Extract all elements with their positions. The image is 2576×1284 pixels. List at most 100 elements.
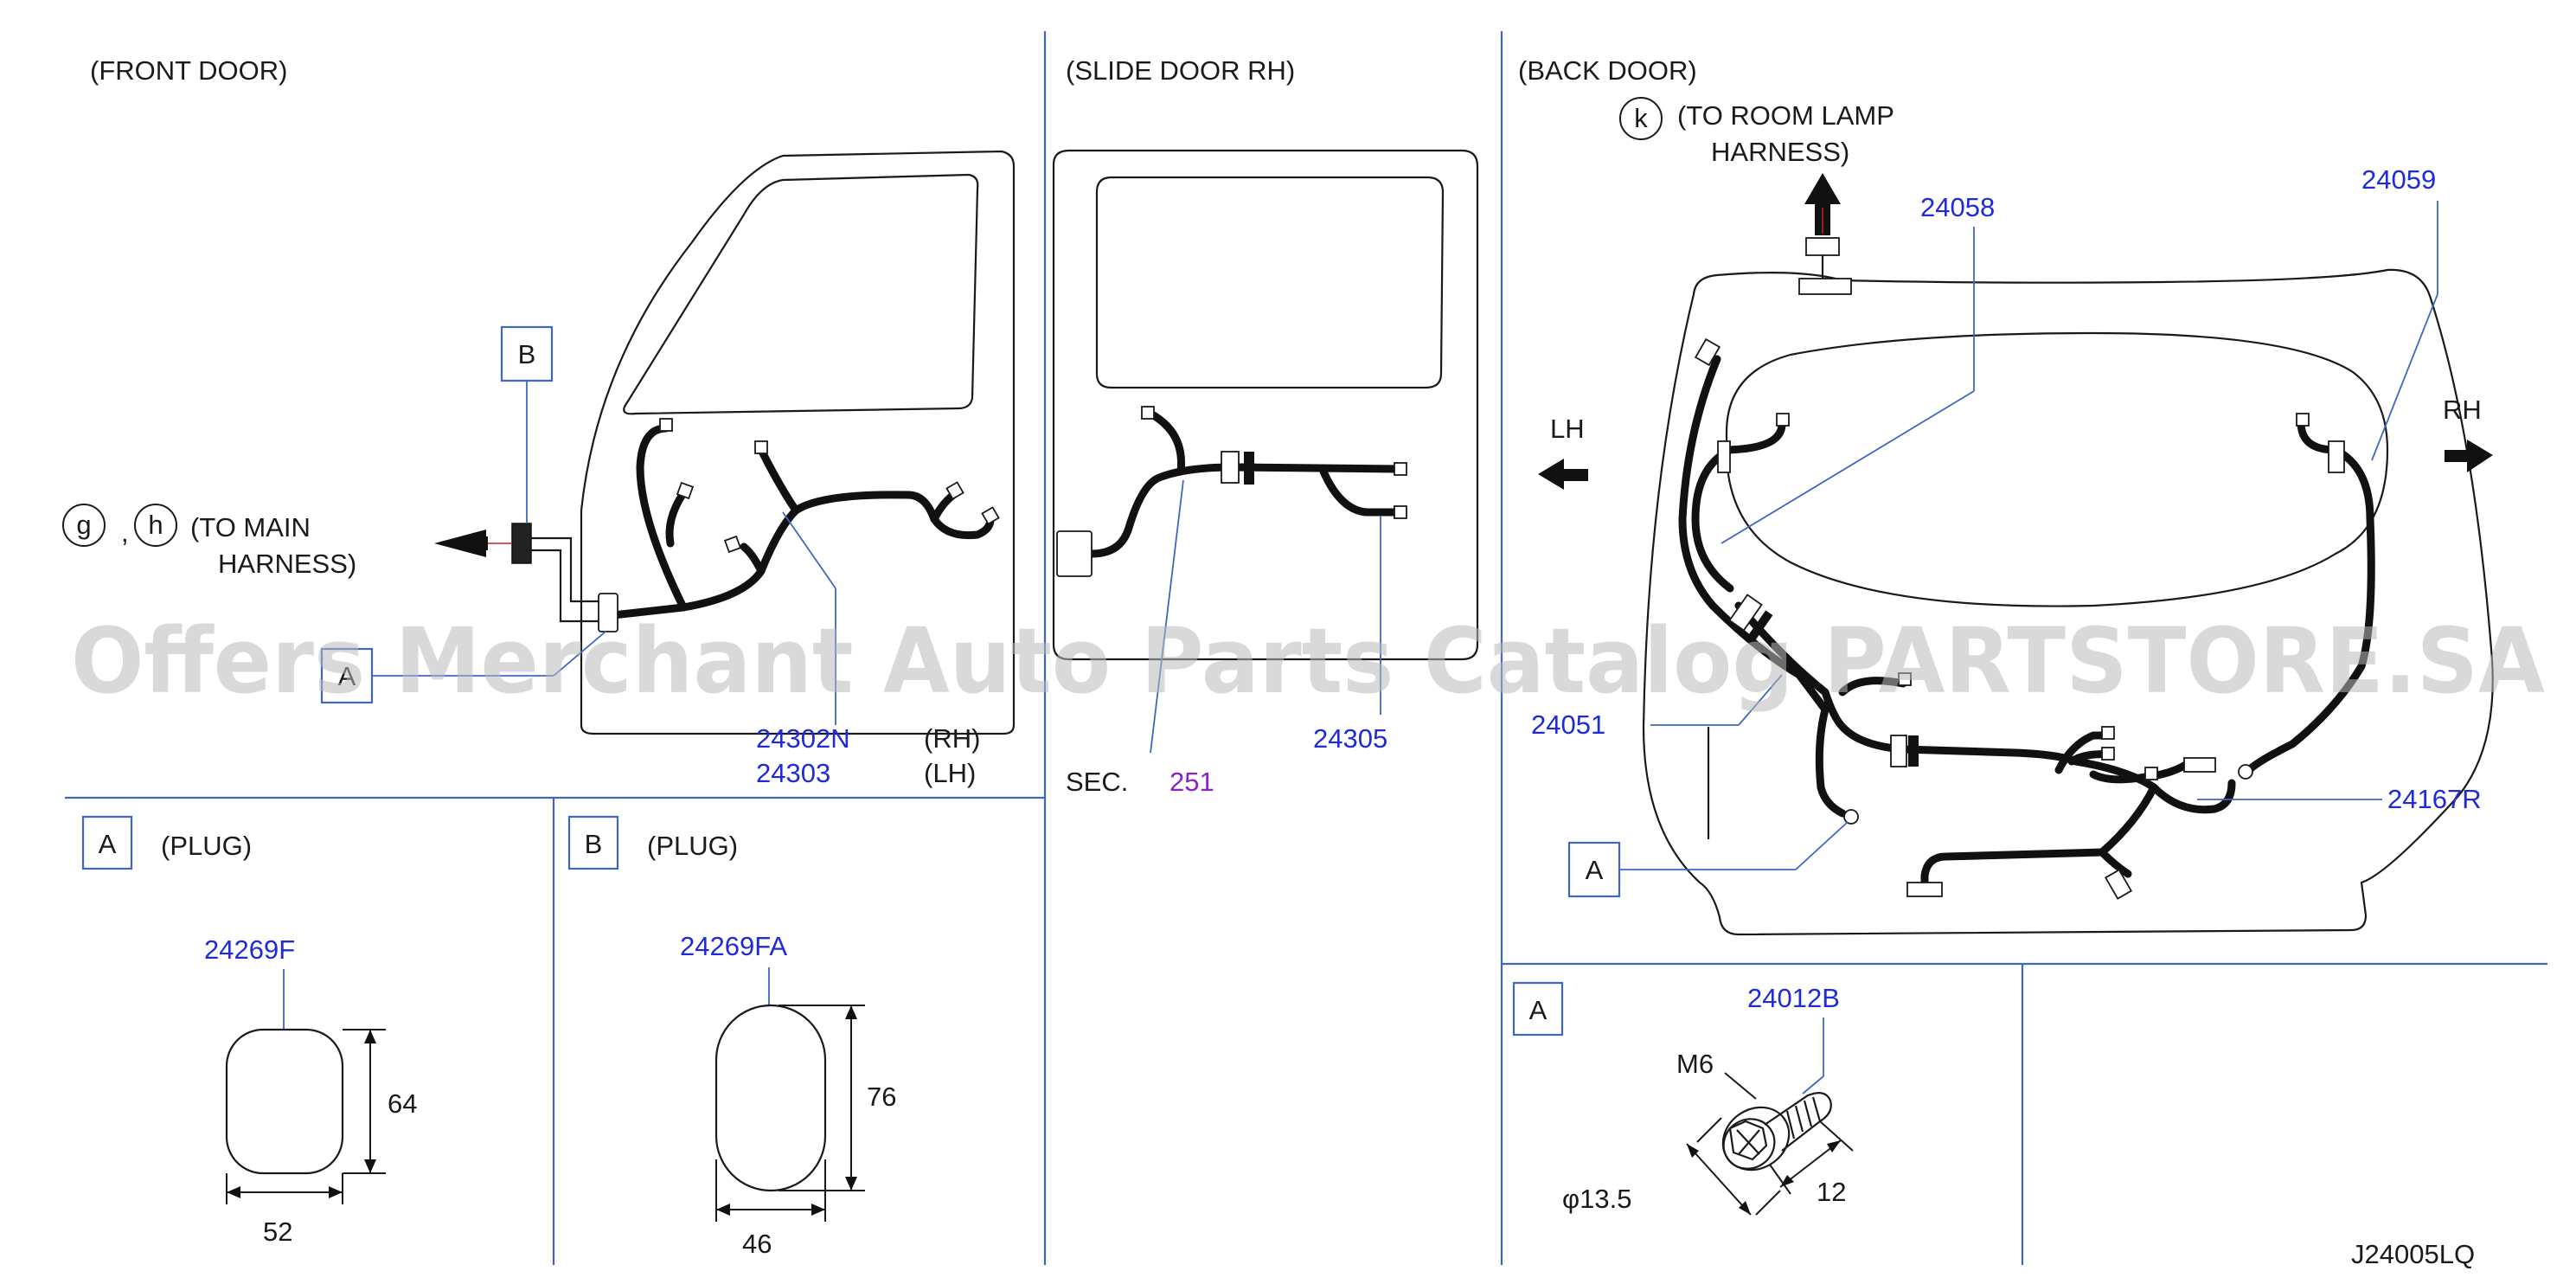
part-24167r: 24167R (2387, 784, 2482, 814)
slide-grommet (1056, 530, 1093, 577)
bolt-thread: M6 (1676, 1049, 1714, 1079)
back-door-outline (1642, 268, 2494, 936)
back-connector (2183, 757, 2216, 773)
back-connector (1898, 672, 1912, 686)
back-connector (2101, 726, 2115, 740)
back-connector (1694, 337, 1721, 367)
to-room-lamp-line1: (TO ROOM LAMP (1677, 100, 1894, 131)
front-connector (676, 481, 695, 500)
detail-b-ref-box (567, 815, 619, 870)
detail-a-ref: A (99, 829, 117, 859)
part-24269fa: 24269FA (680, 931, 787, 961)
front-door-drawing (434, 150, 1016, 735)
arrow-left-icon (1538, 459, 1588, 490)
room-lamp-connector (1805, 237, 1840, 256)
back-connector (1717, 440, 1731, 473)
detail-bolt-ref: A (1529, 995, 1548, 1025)
to-room-lamp-line2: HARNESS) (1711, 137, 1849, 167)
callout-comma: , (121, 517, 129, 548)
sec-number: 251 (1169, 767, 1214, 797)
lh-direction-label: LH (1550, 414, 1585, 444)
part-24302n: 24302N (756, 723, 850, 754)
plug-b-dimensions (715, 1005, 865, 1222)
front-grommet-connector (598, 593, 618, 632)
slide-connector (1394, 462, 1407, 476)
rh-direction-label: RH (2443, 395, 2482, 425)
back-door-window (1725, 331, 2389, 607)
watermark: Offers Merchant Auto Parts Catalog PARTS… (71, 608, 2545, 714)
part-24051: 24051 (1531, 709, 1605, 740)
plug-a-height: 64 (388, 1088, 417, 1119)
slide-door-outline (1052, 149, 1479, 661)
back-connector (1728, 594, 1763, 632)
plug-a-shape (225, 1028, 344, 1175)
back-connector (1890, 735, 1907, 767)
back-connector (2296, 413, 2310, 427)
arrow-right-icon (2445, 440, 2493, 472)
back-door-title: (BACK DOOR) (1518, 55, 1697, 86)
lh-label: (LH) (924, 758, 976, 788)
back-connector (1776, 413, 1790, 427)
slide-connector (1394, 505, 1407, 519)
bolt-drawing (1721, 1091, 1832, 1172)
detail-bolt-ref-box (1512, 981, 1564, 1037)
back-connector (2328, 440, 2345, 473)
back-door-drawing (1642, 173, 2494, 936)
part-24012b: 24012B (1747, 983, 1840, 1013)
callout-k: k (1634, 103, 1648, 133)
callout-h-circle (134, 504, 177, 547)
back-connector (2104, 869, 2133, 900)
slide-door-drawing (1052, 149, 1479, 661)
callout-k-circle (1619, 97, 1663, 140)
part-24305: 24305 (1313, 723, 1387, 754)
plug-b-shape (714, 1004, 827, 1192)
front-door-title: (FRONT DOOR) (90, 55, 287, 86)
plug-b-height: 76 (867, 1082, 896, 1112)
back-connector (1906, 882, 1943, 897)
ref-a-label: A (338, 661, 356, 691)
detail-b-ref: B (585, 829, 603, 859)
back-connector (2101, 747, 2115, 761)
part-24059: 24059 (2361, 164, 2436, 195)
slide-door-title: (SLIDE DOOR RH) (1066, 55, 1295, 86)
slide-connector (1221, 451, 1240, 484)
front-connector (754, 440, 768, 454)
sec-label: SEC. (1066, 767, 1128, 797)
detail-a-ref-box (81, 815, 133, 870)
part-24303: 24303 (756, 758, 830, 788)
bolt-dimensions (1686, 1117, 1854, 1216)
rh-label: (RH) (924, 723, 980, 754)
callout-g-circle (62, 504, 106, 547)
back-clip (1843, 809, 1859, 825)
part-24058: 24058 (1920, 192, 1995, 222)
front-connector (981, 506, 1000, 525)
main-harness-connector (511, 523, 532, 564)
plug-a-dimensions (226, 1029, 386, 1204)
diagram-code: J24005LQ (2351, 1239, 2475, 1269)
front-door-outline (580, 150, 1016, 735)
slide-connector (1244, 452, 1254, 485)
part-24269f: 24269F (204, 934, 295, 965)
to-main-harness-line2: HARNESS) (218, 549, 356, 579)
ref-b-box (500, 325, 554, 382)
room-lamp-connector (1798, 278, 1852, 295)
front-connector (659, 418, 673, 432)
front-connector (945, 481, 964, 500)
back-clip (2238, 764, 2253, 780)
bolt-length: 12 (1817, 1177, 1846, 1207)
front-door-window (623, 173, 979, 415)
ref-a-box-back (1567, 841, 1621, 898)
ref-b-label: B (518, 339, 536, 369)
slide-door-window (1095, 176, 1445, 389)
to-main-harness-line1: (TO MAIN (190, 512, 311, 542)
front-connector (723, 535, 742, 554)
plug-a-width: 52 (263, 1217, 292, 1247)
detail-b-title: (PLUG) (647, 831, 738, 861)
ref-a-label-back: A (1586, 855, 1604, 885)
slide-connector (1141, 406, 1155, 420)
arrow-up-icon (1804, 173, 1841, 204)
callout-g: g (76, 510, 91, 540)
section-dividers (65, 31, 2547, 1265)
bolt-diameter: φ13.5 (1562, 1184, 1631, 1214)
